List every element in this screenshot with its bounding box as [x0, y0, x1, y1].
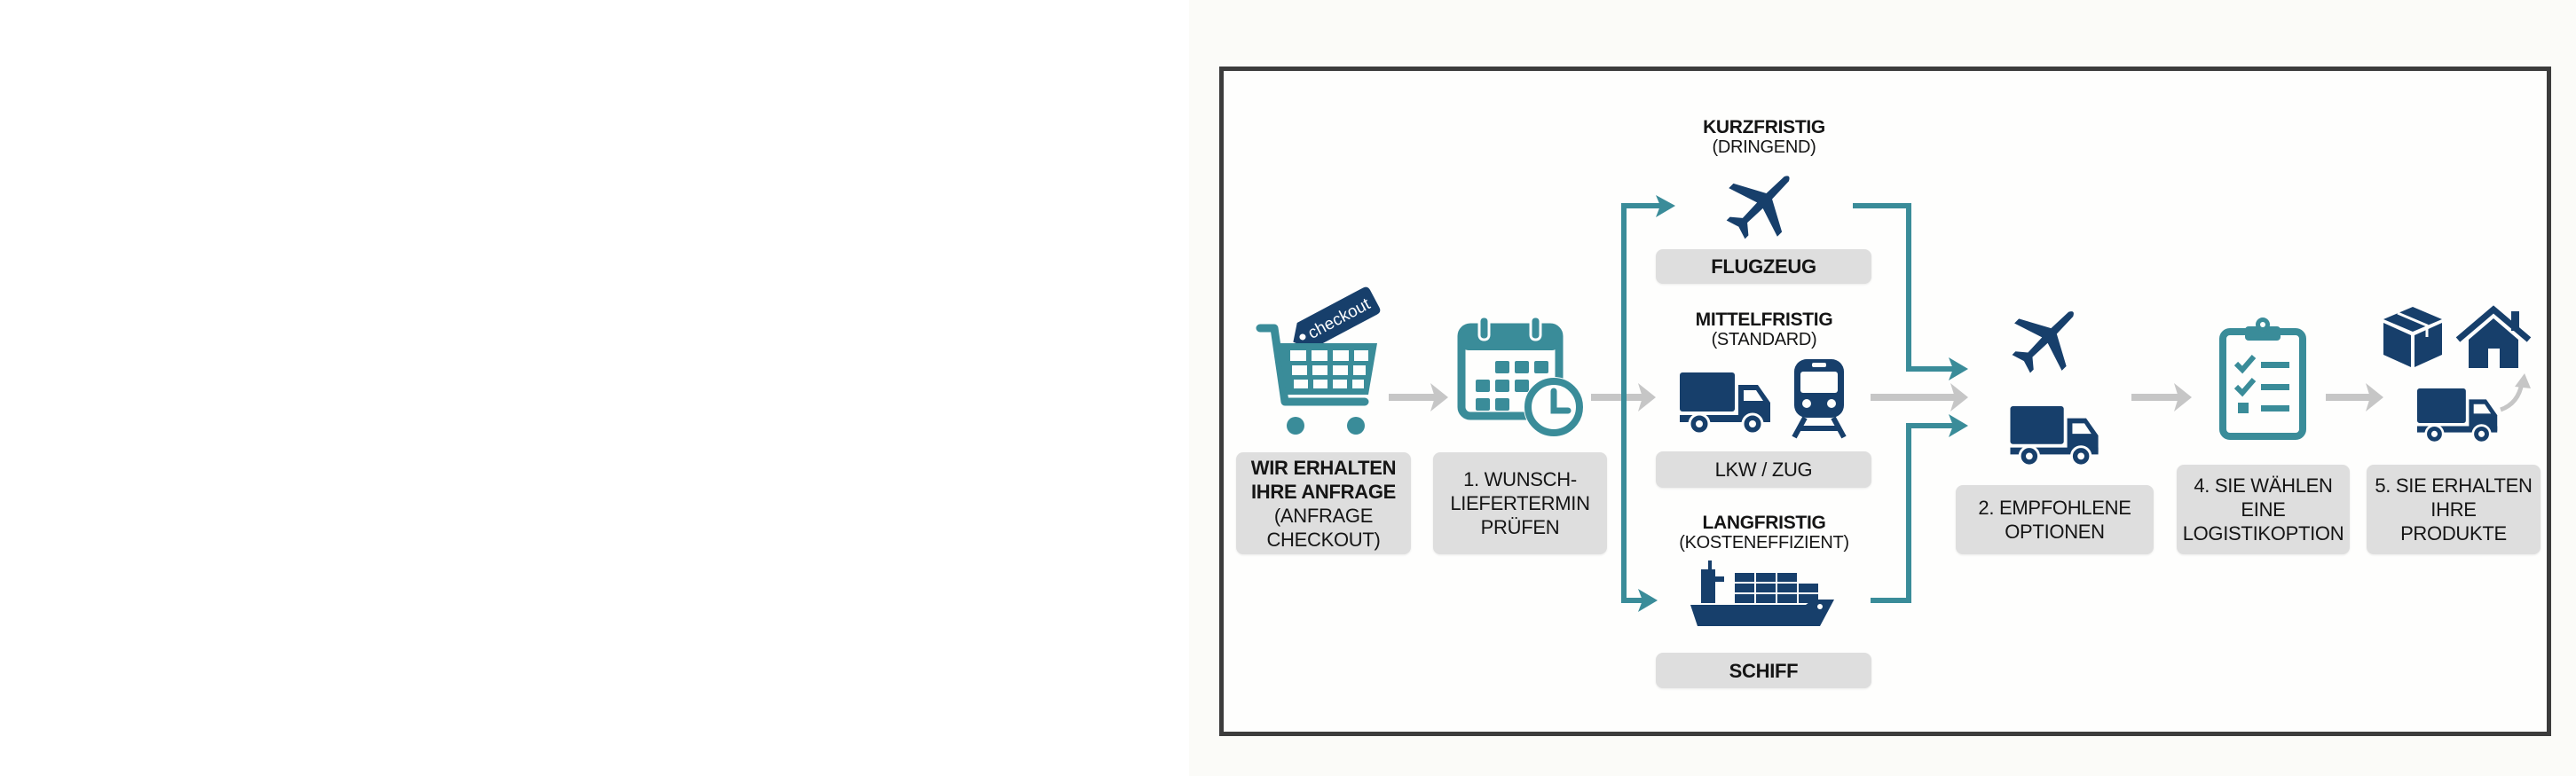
airplane-icon	[1721, 162, 1803, 244]
calendar-clock-icon	[1457, 315, 1587, 441]
airplane-icon	[2007, 298, 2087, 378]
house-icon	[2455, 305, 2532, 370]
mode-road-rail-label-text: LKW / ZUG	[1714, 459, 1813, 481]
step-receive-box: 5. SIE ERHALTEN IHRE PRODUKTE	[2367, 465, 2541, 554]
mode-air-label-text: FLUGZEUG	[1711, 255, 1816, 278]
gray-arrow-3	[1871, 383, 1968, 412]
step-request-line: IHRE ANFRAGE	[1250, 480, 1397, 503]
mode-sea-label-text: SCHIFF	[1729, 659, 1799, 682]
curved-delivery-arrow	[2500, 373, 2531, 412]
gray-arrow-1	[1389, 383, 1448, 412]
step-choose-line: EINE	[2241, 498, 2286, 521]
step-request-line: WIR ERHALTEN	[1250, 456, 1397, 479]
step-recommended-line: OPTIONEN	[2005, 521, 2105, 543]
mode-sea-label: SCHIFF	[1656, 653, 1871, 688]
container-ship-icon	[1690, 560, 1837, 630]
mode-term: MITTELFRISTIG	[1695, 310, 1833, 330]
mode-qualifier: (KOSTENEFFIZIENT)	[1679, 533, 1849, 553]
merge-bracket	[1853, 203, 1968, 603]
gray-arrow-4	[2131, 383, 2192, 412]
truck-icon	[2010, 406, 2100, 467]
mode-mid-term-heading: MITTELFRISTIG (STANDARD)	[1668, 310, 1860, 350]
shopping-cart-checkout-icon: checkout	[1256, 286, 1387, 439]
step-receive-line: 5. SIE ERHALTEN	[2375, 474, 2533, 497]
mode-road-rail-label: LKW / ZUG	[1656, 451, 1871, 488]
mode-term: LANGFRISTIG	[1702, 513, 1826, 533]
step-request-line: CHECKOUT)	[1266, 528, 1381, 551]
train-icon	[1791, 359, 1849, 439]
mode-short-term-heading: KURZFRISTIG (DRINGEND)	[1668, 117, 1860, 158]
clipboard-checklist-icon	[2218, 316, 2307, 440]
step-check-date-line: PRÜFEN	[1480, 516, 1560, 538]
mode-qualifier: (DRINGEND)	[1712, 137, 1816, 157]
step-recommended-box: 2. EMPFOHLENE OPTIONEN	[1956, 485, 2154, 554]
step-check-date-box: 1. WUNSCH- LIEFERTERMIN PRÜFEN	[1433, 452, 1607, 554]
step-check-date-line: 1. WUNSCH-	[1463, 468, 1577, 490]
gray-arrow-5	[2326, 383, 2383, 412]
truck-icon	[1680, 372, 1772, 435]
step-recommended-line: 2. EMPFOHLENE	[1978, 497, 2131, 519]
package-box-icon	[2382, 305, 2444, 369]
step-choose-box: 4. SIE WÄHLEN EINE LOGISTIKOPTION	[2177, 465, 2350, 554]
mode-air-label: FLUGZEUG	[1656, 249, 1871, 284]
step-choose-line: LOGISTIKOPTION	[2182, 522, 2344, 545]
step-check-date-line: LIEFERTERMIN	[1450, 492, 1590, 514]
mode-qualifier: (STANDARD)	[1711, 330, 1817, 349]
step-request-line: (ANFRAGE	[1273, 504, 1374, 527]
split-bracket	[1621, 195, 1675, 612]
truck-icon	[2417, 388, 2499, 444]
gray-arrow-2	[1591, 383, 1656, 412]
step-receive-line: IHRE	[2430, 498, 2477, 521]
step-receive-line: PRODUKTE	[2400, 522, 2507, 545]
step-request-box: WIR ERHALTEN IHRE ANFRAGE (ANFRAGE CHECK…	[1236, 452, 1411, 554]
step-choose-line: 4. SIE WÄHLEN	[2194, 474, 2333, 497]
mode-term: KURZFRISTIG	[1703, 117, 1825, 137]
mode-long-term-heading: LANGFRISTIG (KOSTENEFFIZIENT)	[1668, 513, 1860, 553]
